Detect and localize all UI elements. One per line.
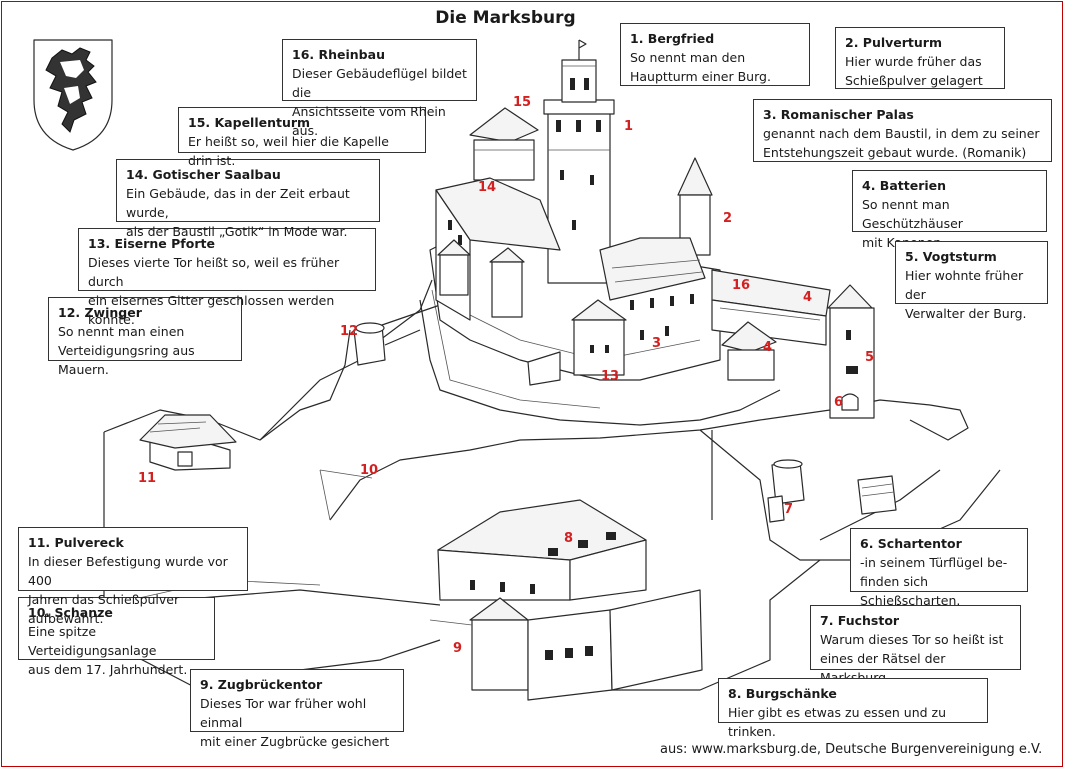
callout-heading: 16. Rheinbau xyxy=(292,47,385,62)
main-castle xyxy=(429,39,875,419)
marker-3: 3 xyxy=(652,336,662,351)
marker-2: 2 xyxy=(723,211,733,226)
lion-rampant-shield-icon xyxy=(33,39,113,151)
callout-heading: 12. Zwinger xyxy=(58,305,142,320)
callout-text: Ein Gebäude, das in der Zeit erbaut wurd… xyxy=(126,186,350,239)
callout-vogtsturm: 5. Vogtsturm Hier wohnte früher der Verw… xyxy=(895,241,1048,321)
callout-text: Er heißt so, weil hier die Kapelle drin … xyxy=(188,134,389,168)
callout-heading: 1. Bergfried xyxy=(630,31,715,46)
marker-7: 7 xyxy=(784,502,794,517)
callout-text: Dieses Tor war früher wohl einmal mit ei… xyxy=(200,696,390,749)
marker-14: 14 xyxy=(478,180,497,195)
callout-zugbrueckentor: 9. Zugbrückentor Dieses Tor war früher w… xyxy=(190,669,404,749)
callout-pulverturm: 2. Pulverturm Hier wurde früher das Schi… xyxy=(835,27,1005,89)
callout-text: Dieses vierte Tor heißt so, weil es früh… xyxy=(88,255,340,327)
marker-13: 13 xyxy=(601,369,620,384)
callout-text: Dieser Gebäudeflügel bildet die Ansichts… xyxy=(292,66,467,138)
callout-romanischer-palas: 3. Romanischer Palas genannt nach dem Ba… xyxy=(753,99,1052,162)
callout-bergfried: 1. Bergfried So nennt man den Hauptturm … xyxy=(620,23,810,86)
callout-heading: 15. Kapellenturm xyxy=(188,115,311,130)
marker-16: 16 xyxy=(732,278,751,293)
callout-text: In dieser Befestigung wurde vor 400 Jahr… xyxy=(28,554,228,626)
marker-1: 1 xyxy=(624,119,634,134)
marker-15: 15 xyxy=(513,95,532,110)
callout-text: Hier wohnte früher der Verwalter der Bur… xyxy=(905,268,1027,321)
marker-11: 11 xyxy=(138,471,157,486)
marker-6: 6 xyxy=(834,395,844,410)
callout-eiserne-pforte: 13. Eiserne Pforte Dieses vierte Tor hei… xyxy=(78,228,376,327)
zwinger-tower xyxy=(353,304,441,366)
marker-8: 8 xyxy=(564,531,574,546)
callout-heading: 4. Batterien xyxy=(862,178,947,193)
callout-burgschaenke: 8. Burgschänke Hier gibt es etwas zu ess… xyxy=(718,678,988,739)
callout-text: So nennt man einen Verteidigungsring aus… xyxy=(58,324,195,377)
callout-heading: 13. Eiserne Pforte xyxy=(88,236,215,251)
callout-text: So nennt man den Hauptturm einer Burg. xyxy=(630,50,771,84)
callout-batterien: 4. Batterien So nennt man Geschützhäuser… xyxy=(852,170,1047,250)
callout-gotischer-saalbau: 14. Gotischer Saalbau Ein Gebäude, das i… xyxy=(116,159,380,239)
callout-heading: 3. Romanischer Palas xyxy=(763,107,914,122)
source-credit: aus: www.marksburg.de, Deutsche Burgenve… xyxy=(660,742,1043,757)
callout-schanze: 10. Schanze Eine spitze Verteidigungsanl… xyxy=(18,597,215,677)
callout-heading: 10. Schanze xyxy=(28,605,113,620)
marker-9: 9 xyxy=(453,641,463,656)
marker-5: 5 xyxy=(865,350,875,365)
callout-text: Hier wurde früher das Schießpulver gelag… xyxy=(845,54,983,88)
callout-heading: 14. Gotischer Saalbau xyxy=(126,167,281,182)
callout-schartentor: 6. Schartentor -in seinem Türflügel be- … xyxy=(850,528,1028,608)
callout-heading: 11. Pulvereck xyxy=(28,535,124,550)
callout-text: Warum dieses Tor so heißt ist eines der … xyxy=(820,632,1004,685)
callout-text: Hier gibt es etwas zu essen und zu trink… xyxy=(728,705,947,739)
callout-heading: 6. Schartentor xyxy=(860,536,962,551)
callout-heading: 2. Pulverturm xyxy=(845,35,942,50)
callout-heading: 9. Zugbrückentor xyxy=(200,677,323,692)
callout-text: Eine spitze Verteidigungsanlage aus dem … xyxy=(28,624,188,677)
pulvereck-building xyxy=(139,414,237,471)
callout-heading: 8. Burgschänke xyxy=(728,686,837,701)
callout-rheinbau: 16. Rheinbau Dieser Gebäudeflügel bildet… xyxy=(282,39,477,138)
marker-4b: 4 xyxy=(763,340,773,355)
marker-10: 10 xyxy=(360,463,379,478)
callout-text: -in seinem Türflügel be- finden sich Sch… xyxy=(860,555,1008,608)
callout-kapellenturm: 15. Kapellenturm Er heißt so, weil hier … xyxy=(178,107,426,168)
callout-pulvereck: 11. Pulvereck In dieser Befestigung wurd… xyxy=(18,527,248,626)
callout-zwinger: 12. Zwinger So nennt man einen Verteidig… xyxy=(48,297,242,377)
callout-heading: 5. Vogtsturm xyxy=(905,249,997,264)
burgschaenke-building xyxy=(429,499,703,701)
callout-heading: 7. Fuchstor xyxy=(820,613,900,628)
marker-4a: 4 xyxy=(803,290,813,305)
marker-12: 12 xyxy=(340,324,359,339)
wall-turrets xyxy=(767,459,897,523)
callout-text: genannt nach dem Baustil, in dem zu sein… xyxy=(763,126,1040,160)
callout-fuchstor: 7. Fuchstor Warum dieses Tor so heißt is… xyxy=(810,605,1021,685)
page-title: Die Marksburg xyxy=(435,8,576,28)
